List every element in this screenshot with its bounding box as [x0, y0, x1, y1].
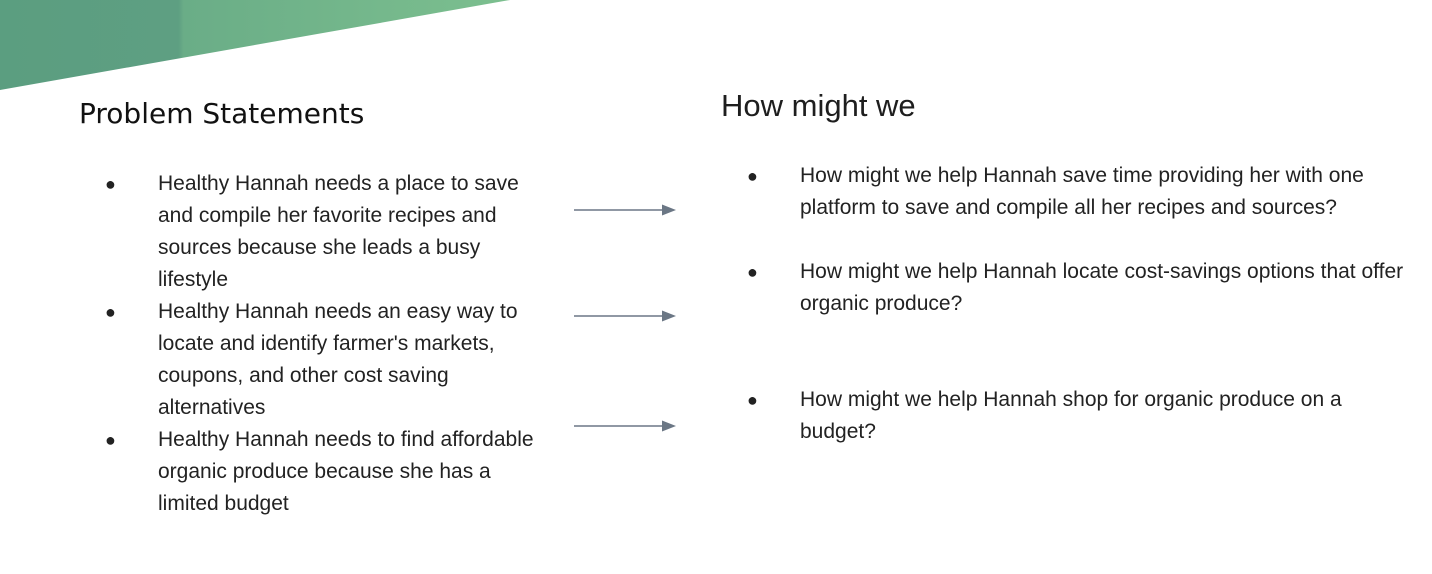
problem-statements-heading: Problem Statements: [79, 97, 365, 130]
problem-statement-item: ● Healthy Hannah needs an easy way to lo…: [105, 296, 543, 424]
decorative-banner: [0, 0, 510, 90]
how-might-we-item: ● How might we help Hannah save time pro…: [747, 160, 1410, 224]
how-might-we-list: ● How might we help Hannah save time pro…: [747, 160, 1410, 448]
arrow-right-icon: [574, 204, 676, 216]
how-might-we-text: How might we help Hannah shop for organi…: [800, 388, 1342, 443]
how-might-we-text: How might we help Hannah locate cost-sav…: [800, 260, 1404, 315]
bullet-icon: ●: [747, 390, 758, 410]
bullet-icon: ●: [105, 174, 116, 194]
bullet-icon: ●: [747, 166, 758, 186]
how-might-we-item: ● How might we help Hannah locate cost-s…: [747, 256, 1410, 320]
bullet-icon: ●: [105, 302, 116, 322]
bullet-icon: ●: [105, 430, 116, 450]
arrow-right-icon: [574, 420, 676, 432]
problem-statement-text: Healthy Hannah needs to find affordable …: [158, 428, 534, 515]
how-might-we-heading: How might we: [721, 88, 916, 123]
problem-statement-item: ● Healthy Hannah needs to find affordabl…: [105, 424, 543, 520]
problem-statement-text: Healthy Hannah needs a place to save and…: [158, 172, 519, 291]
problem-statements-list: ● Healthy Hannah needs a place to save a…: [105, 168, 543, 520]
how-might-we-text: How might we help Hannah save time provi…: [800, 164, 1364, 219]
arrow-right-icon: [574, 310, 676, 322]
how-might-we-item: ● How might we help Hannah shop for orga…: [747, 384, 1410, 448]
bullet-icon: ●: [747, 262, 758, 282]
problem-statement-item: ● Healthy Hannah needs a place to save a…: [105, 168, 543, 296]
banner-shape: [0, 0, 510, 90]
problem-statement-text: Healthy Hannah needs an easy way to loca…: [158, 300, 518, 419]
